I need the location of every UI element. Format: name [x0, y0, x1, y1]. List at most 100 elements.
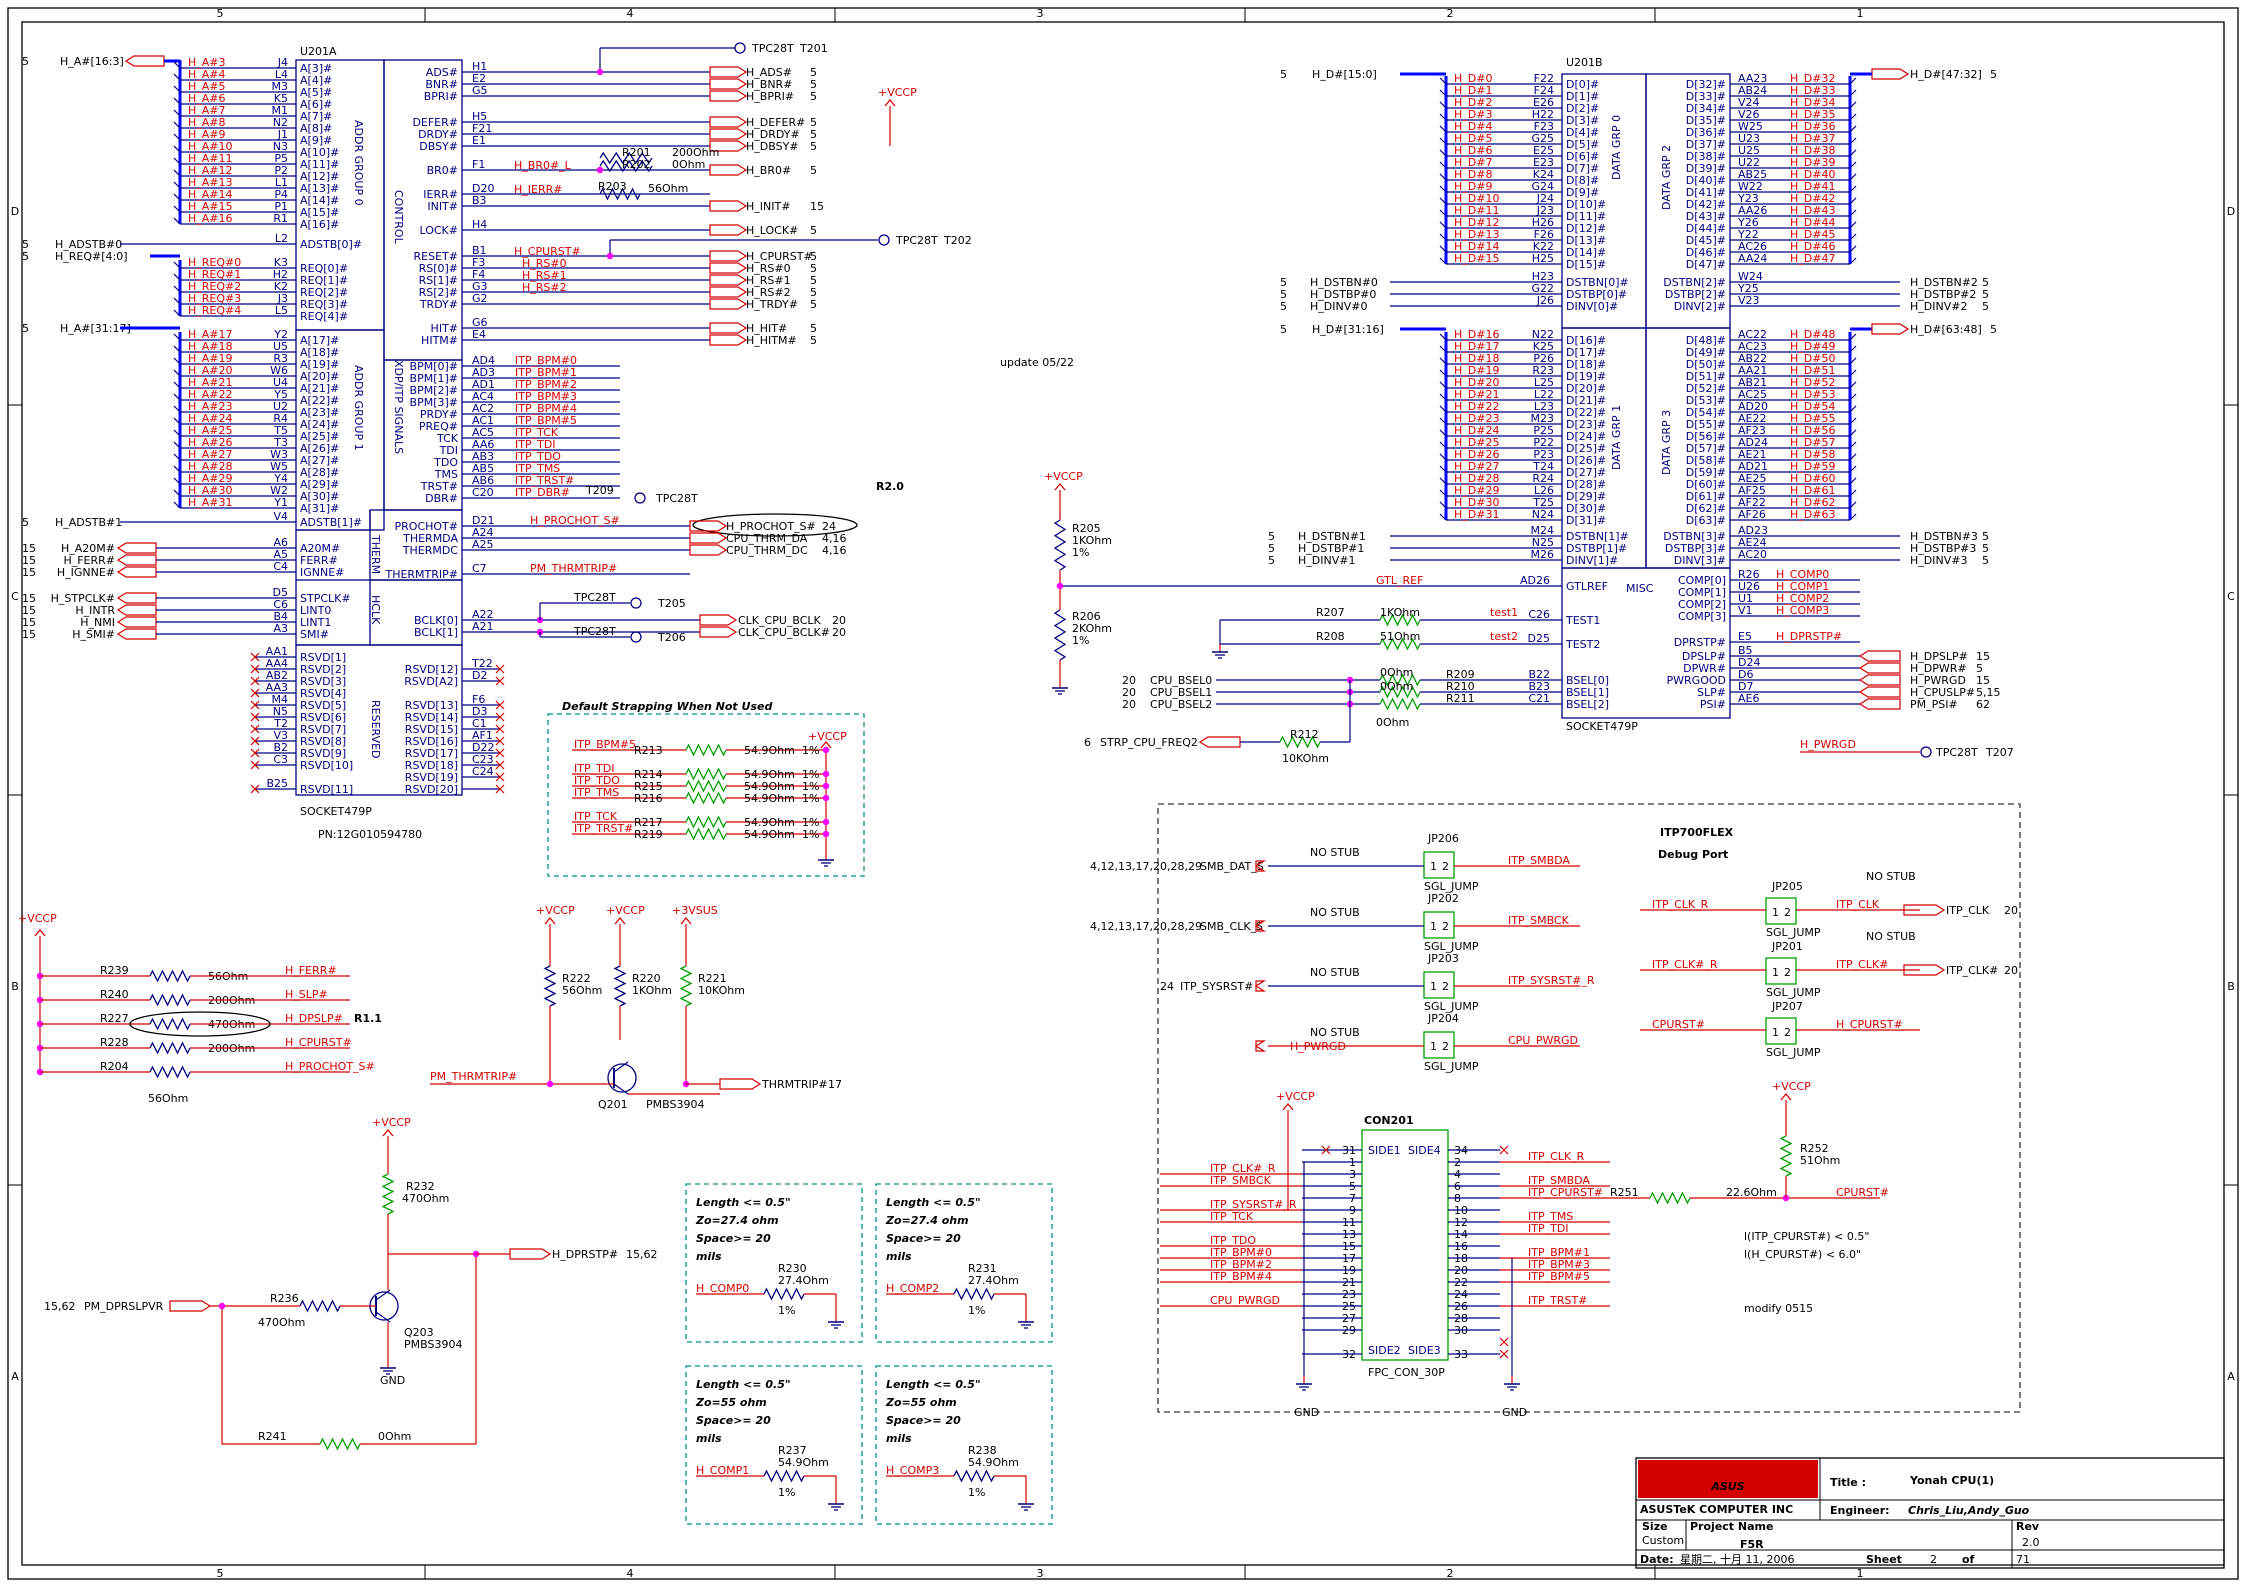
pin-label: A[31]# — [300, 502, 339, 515]
offpage-connector — [116, 554, 157, 566]
jumper-name: SGL_JUMP — [1424, 940, 1479, 953]
pin-label: D[10]# — [1566, 198, 1606, 211]
no-connect-mark — [495, 784, 505, 794]
junction-dot — [218, 1302, 226, 1310]
ball-label: K5 — [274, 92, 288, 105]
pin-label: A[14]# — [300, 194, 339, 207]
net-label: H_D#27 — [1454, 460, 1499, 473]
ball-label: V1 — [1738, 604, 1753, 617]
net-label: ITP_TRST# — [1528, 1294, 1587, 1307]
pin-label: DPWR# — [1683, 662, 1726, 675]
net-label: ITP_CLK# — [1836, 958, 1888, 971]
page-ref: 5 — [810, 164, 817, 177]
bus-entry — [173, 393, 181, 401]
page-ref: 15,62 — [44, 1300, 76, 1313]
pin-label: RSVD[20] — [405, 783, 458, 796]
ball-label: P23 — [1533, 448, 1554, 461]
u201a-group-label: HCLK — [369, 595, 382, 625]
resistor — [149, 1065, 191, 1079]
rev-value: 2.0 — [2022, 1536, 2040, 1549]
page-ref: 15 — [1976, 674, 1990, 687]
pin-label: A[10]# — [300, 146, 339, 159]
ball-label: R1 — [273, 212, 288, 225]
ball-label: C23 — [472, 753, 494, 766]
resistor — [763, 1287, 805, 1301]
net-label: H_COMP3 — [886, 1464, 939, 1477]
ref-label: R212 — [1290, 728, 1319, 741]
page-ref: 5 — [1990, 323, 1997, 336]
no-connect-mark — [250, 652, 260, 662]
bus-entry — [1849, 221, 1857, 229]
pin-label: D[30]# — [1566, 502, 1606, 515]
tolerance-label: 1% — [802, 816, 819, 829]
pin-label: DEFER# — [412, 116, 458, 129]
offpage-connector — [709, 90, 748, 102]
bus-entry — [173, 465, 181, 473]
bus-label: H_A#[31:17] — [60, 322, 131, 335]
net-label: PM_DPRSLPVR — [84, 1300, 164, 1313]
pin-label: LINT1 — [300, 616, 331, 629]
net-label: H_HIT# — [746, 322, 787, 335]
value-label: 27.4Ohm — [968, 1274, 1019, 1287]
ref-label: R240 — [100, 988, 129, 1001]
bus-entry — [1439, 429, 1447, 437]
ball-label: AB6 — [472, 474, 494, 487]
asus-logo: ASUS — [1710, 1480, 1744, 1493]
net-label: ITP_BPM#2 — [1210, 1258, 1272, 1271]
comp-note: mils — [696, 1250, 722, 1263]
ref-label: R231 — [968, 1262, 997, 1275]
power-arrow — [1282, 1102, 1294, 1111]
value-label: 54.9Ohm — [744, 768, 795, 781]
routing-rule: l(H_CPURST#) < 6.0" — [1744, 1248, 1861, 1261]
pin-label: PRDY# — [420, 408, 458, 421]
offpage-connector — [116, 566, 157, 578]
bus-entry — [1849, 245, 1857, 253]
net-label: H_FERR# — [63, 554, 115, 567]
ball-label: AB24 — [1738, 84, 1767, 97]
page-ref: 5 — [810, 274, 817, 287]
power-label: +VCCP — [1772, 1080, 1811, 1093]
pin-label: RSVD[10] — [300, 759, 353, 772]
pin-label: A[21]# — [300, 382, 339, 395]
resistor — [685, 743, 727, 757]
pin-label: IGNNE# — [300, 566, 344, 579]
page-ref: 5 — [1982, 554, 1989, 567]
pin-label: RSVD[8] — [300, 735, 346, 748]
pin-label: RSVD[A2] — [404, 675, 458, 688]
value-label: 10KOhm — [698, 984, 745, 997]
border-zone-mark: D — [11, 205, 19, 218]
ball-label: H2 — [273, 268, 288, 281]
resistor-r232 — [381, 1173, 395, 1215]
net-label: H_REQ#4 — [188, 304, 241, 317]
ball-label: C7 — [472, 562, 487, 575]
resistor-r236 — [299, 1299, 341, 1313]
tp-ref: T205 — [657, 597, 686, 610]
offpage-connector — [689, 544, 728, 556]
ball-label: A25 — [472, 538, 494, 551]
net-label: H_A#25 — [188, 424, 233, 437]
net-label: H_A#9 — [188, 128, 226, 141]
net-label: H_D#41 — [1790, 180, 1835, 193]
offpage-connector — [709, 140, 748, 152]
resistor-r241 — [319, 1437, 361, 1451]
pin-label: D[54]# — [1686, 406, 1726, 419]
net-label: H_D#54 — [1790, 400, 1835, 413]
bus-entry — [1849, 149, 1857, 157]
ball-label: U2 — [273, 400, 288, 413]
net-label: H_DEFER# — [746, 116, 805, 129]
jumper-name: SGL_JUMP — [1424, 880, 1479, 893]
ball-label: AE24 — [1738, 536, 1766, 549]
ref-label: JP204 — [1427, 1012, 1459, 1025]
bus-entry — [173, 121, 181, 129]
pin-label: A[28]# — [300, 466, 339, 479]
page-ref: 5 — [1280, 68, 1287, 81]
pin-label: D[9]# — [1566, 186, 1599, 199]
bus-entry — [1849, 77, 1857, 85]
net-label: ITP_TMS — [1528, 1210, 1573, 1223]
ref-label: R227 — [100, 1012, 129, 1025]
bus-entry — [1439, 513, 1447, 521]
bus-entry — [1849, 125, 1857, 133]
ball-label: Y1 — [273, 496, 288, 509]
net-label: H_D#35 — [1790, 108, 1835, 121]
net-label: H_D#43 — [1790, 204, 1835, 217]
